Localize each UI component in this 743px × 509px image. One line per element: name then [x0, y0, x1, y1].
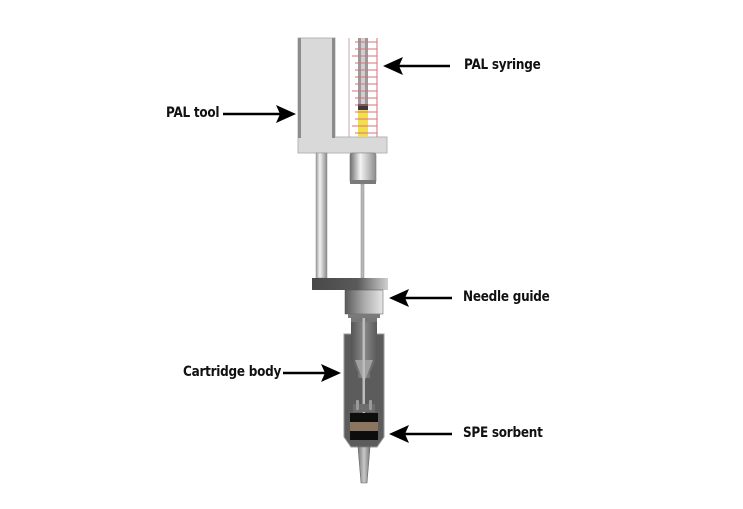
- arrow-spe-sorbent: [389, 425, 452, 443]
- label-spe-sorbent: SPE sorbent: [463, 425, 543, 441]
- frit-top: [350, 413, 378, 422]
- pal-syringe: [348, 38, 378, 137]
- label-cartridge-body: Cartridge body: [183, 364, 282, 380]
- label-pal-tool: PAL tool: [166, 105, 220, 121]
- spe-sorbent: [350, 413, 378, 440]
- arrow-cartridge-body: [283, 364, 341, 382]
- cartridge-outlet-tip: [357, 446, 371, 484]
- syringe-barrel-end: [349, 152, 377, 184]
- syringe-liquid: [358, 110, 368, 137]
- guide-rod: [315, 152, 328, 279]
- label-needle-guide: Needle guide: [463, 289, 550, 305]
- arrow-pal-syringe: [383, 57, 450, 75]
- arrow-needle-guide: [389, 289, 452, 307]
- pal-tool: [297, 37, 388, 154]
- syringe-needle: [360, 183, 365, 279]
- frit-bottom: [350, 431, 378, 440]
- syringe-scale: [352, 41, 377, 134]
- syringe-plunger-tip: [358, 104, 368, 110]
- needle-guide: [344, 289, 384, 315]
- arrow-pal-tool: [223, 105, 296, 123]
- needle-guide-plate: [312, 278, 388, 290]
- sorbent-bed: [350, 422, 378, 431]
- label-pal-syringe: PAL syringe: [464, 57, 541, 73]
